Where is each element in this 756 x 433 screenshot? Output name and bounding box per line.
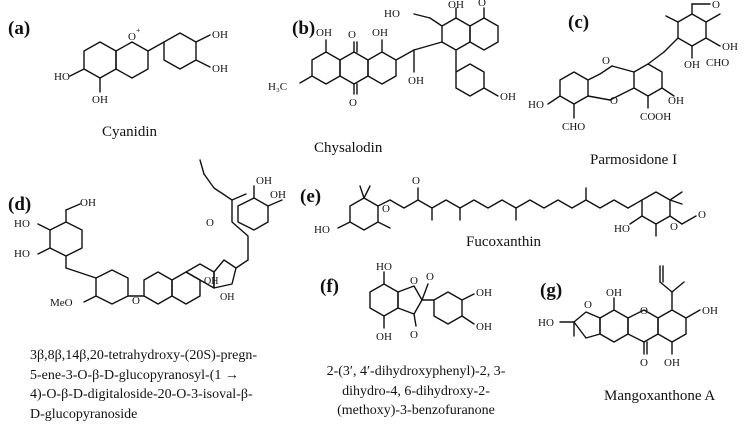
oh-label: HO	[376, 261, 392, 273]
oh-label: OH	[376, 331, 392, 343]
benzofuranone-structure: HO OH O O O OH OH	[369, 261, 492, 343]
methoxy-oxygen-label: O	[426, 271, 434, 283]
chysalodin-structure: H₃C OH O OH O HO OH O OH OH	[268, 0, 516, 109]
ring-oxygen-label: O	[132, 295, 140, 307]
panel-label-d: (d)	[8, 194, 32, 215]
ring-oxygen-label: O	[602, 55, 610, 67]
fucoxanthin-structure: HO O O O HO O	[314, 175, 706, 237]
compound-name-line: dihydro-4, 6-dihydroxy-2-	[342, 383, 490, 399]
oh-label: OH	[668, 95, 684, 107]
compound-name-a: Cyanidin	[102, 124, 157, 140]
pregnane-glycoside-structure: HO OH HO MeO OH OH O OH OH O	[14, 159, 286, 309]
ketone-oxygen-label: O	[478, 0, 486, 9]
oh-label: OH	[684, 59, 700, 71]
ring-oxygen-label: O	[584, 299, 592, 311]
ketone-oxygen-label: O	[410, 329, 418, 341]
compound-name-line: (methoxy)-3-benzofuranone	[337, 403, 495, 418]
carboxyl-label: COOH	[640, 111, 671, 123]
compound-name-e: Fucoxanthin	[466, 234, 541, 250]
oh-label: OH	[220, 292, 234, 303]
ester-oxygen-label: O	[670, 221, 678, 233]
oh-label: OH	[500, 91, 516, 103]
aldehyde-label: CHO	[706, 57, 729, 69]
panel-label-a: (a)	[8, 18, 31, 39]
compound-name-d: 3β,8β,14β,20-tetrahydroxy-(20S)-pregn- 5…	[30, 346, 300, 424]
oh-label: OH	[408, 75, 424, 87]
ketone-oxygen-label: O	[349, 97, 357, 109]
ring-oxygen-label: O	[640, 305, 648, 317]
ho-label: HO	[538, 317, 554, 329]
methyl-label: H₃C	[268, 81, 287, 93]
oh-label: OH	[664, 357, 680, 369]
ho-label: HO	[614, 223, 630, 235]
compound-name-f: 2-(3′, 4′-dihydroxyphenyl)-2, 3- dihydro…	[316, 362, 516, 421]
oh-label: OH	[702, 305, 718, 317]
panel-label-f: (f)	[320, 276, 339, 297]
oh-label: OH	[372, 27, 388, 39]
oh-label: OH	[270, 189, 286, 201]
ho-label: HO	[14, 218, 30, 230]
ho-label: HO	[14, 248, 30, 260]
panel-label-b: (b)	[292, 18, 316, 39]
ketone-oxygen-label: O	[640, 357, 648, 369]
ketone-oxygen-label: O	[348, 29, 356, 41]
parmosidone-structure: O OH OH CHO O O HO CHO OH COOH	[528, 0, 738, 133]
compound-name-c: Parmosidone I	[590, 152, 678, 168]
panel-label-g: (g)	[540, 280, 563, 301]
panel-label-e: (e)	[300, 186, 322, 207]
oh-label: OH	[256, 175, 272, 187]
cyanidin-structure: O + OH OH HO OH	[54, 26, 228, 106]
aldehyde-label: CHO	[562, 121, 585, 133]
compound-name-b: Chysalodin	[314, 140, 383, 156]
oh-label: OH	[204, 276, 218, 287]
oh-label: OH	[212, 29, 228, 41]
methoxy-label: MeO	[50, 297, 73, 309]
compound-name-line: 3β,8β,14β,20-tetrahydroxy-(20S)-pregn-	[30, 348, 258, 363]
mangoxanthone-structure: HO O OH O O OH OH	[538, 265, 718, 369]
oh-label: OH	[476, 321, 492, 333]
oh-label: OH	[316, 27, 332, 39]
oh-label: OH	[606, 287, 622, 299]
ho-label: HO	[528, 99, 544, 111]
oxonium-charge: +	[136, 26, 141, 35]
ester-oxygen-label: O	[206, 217, 214, 229]
compound-name-line: 4)-O-β-D-digitaloside-20-O-3-isoval-β-	[30, 387, 253, 402]
ester-oxygen-label: O	[712, 0, 720, 11]
epoxide-oxygen-label: O	[382, 203, 390, 215]
ketone-oxygen-label: O	[412, 175, 420, 187]
oh-label: OH	[92, 94, 108, 106]
ho-label: HO	[314, 224, 330, 236]
ring-oxygen-label: O	[410, 275, 418, 287]
compound-name-line: 2-(3′, 4′-dihydroxyphenyl)-2, 3-	[326, 364, 506, 379]
oh-label: OH	[476, 287, 492, 299]
ho-label: HO	[384, 8, 400, 20]
ring-oxygen-label: O	[128, 31, 136, 43]
ring-oxygen-label: O	[610, 95, 618, 107]
oh-label: OH	[80, 197, 96, 209]
compound-name-line: D-glucopyranoside	[30, 406, 138, 422]
carbonyl-oxygen-label: O	[698, 209, 706, 221]
compound-name-g: Mangoxanthone A	[604, 388, 716, 404]
oh-label: OH	[722, 41, 738, 53]
oh-label: OH	[448, 0, 464, 11]
compound-name-line: 5-ene-3-O-β-D-glucopyranosyl-(1 →	[30, 367, 239, 383]
ho-label: HO	[54, 71, 70, 83]
oh-label: OH	[212, 63, 228, 75]
panel-label-c: (c)	[568, 12, 590, 33]
